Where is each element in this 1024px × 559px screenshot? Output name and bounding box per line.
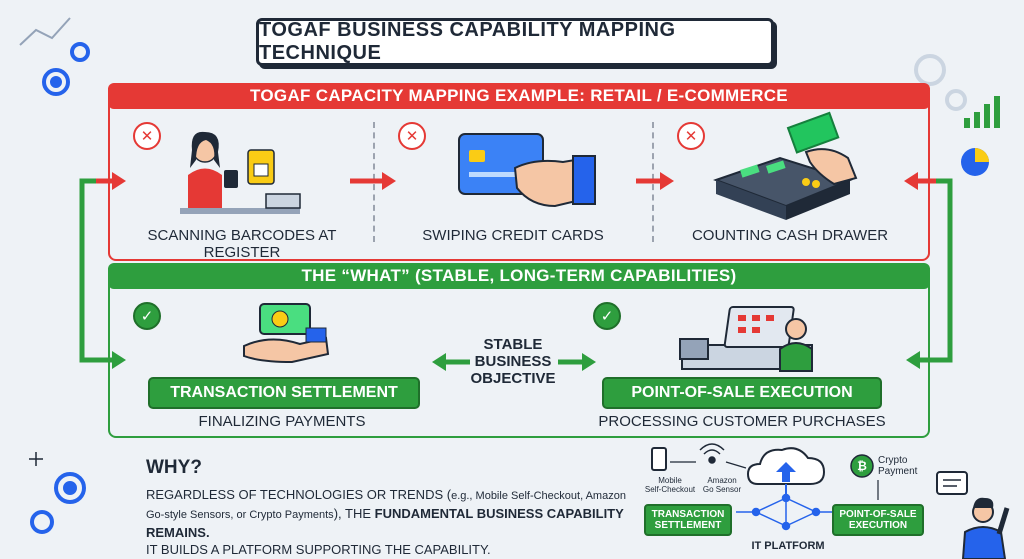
capability-transaction-settlement: TRANSACTION SETTLEMENT: [148, 377, 420, 409]
payment-hand-illustration: [243, 303, 330, 364]
it-platform-label: IT PLATFORM: [751, 540, 825, 552]
presenter-illustration: [936, 471, 1010, 559]
speech-bubble-icon: [936, 471, 968, 495]
capability-description: PROCESSING CUSTOMER PURCHASES: [598, 413, 886, 430]
sensor-icon: [699, 443, 725, 464]
bar-chart-icon: [964, 96, 1000, 128]
why-text: REGARDLESS OF TECHNOLOGIES OR TRENDS (e.…: [146, 487, 626, 557]
page-title: TOGAF BUSINESS CAPABILITY MAPPING TECHNI…: [256, 18, 774, 66]
how-item-caption: SCANNING BARCODES AT REGISTER: [147, 227, 337, 261]
how-item-caption: COUNTING CASH DRAWER: [691, 227, 889, 244]
network-nodes: [736, 493, 836, 531]
mobile-checkout-label: Mobile Self-Checkout: [644, 476, 696, 494]
gear-icon: [30, 42, 90, 534]
gear-icon: [914, 54, 967, 111]
stable-objective-label: STABLE BUSINESS OBJECTIVE: [470, 336, 556, 387]
status-fail-icon: ✕: [398, 122, 426, 150]
status-fail-icon: ✕: [133, 122, 161, 150]
cashier-scanning-illustration: [180, 131, 301, 214]
crypto-label: Crypto Payment: [878, 455, 918, 477]
sensor-label: Amazon Go Sensor: [702, 476, 742, 494]
status-ok-icon: ✓: [593, 302, 621, 330]
capability-description: FINALIZING PAYMENTS: [198, 413, 366, 430]
capability-point-of-sale-execution: POINT-OF-SALE EXECUTION: [602, 377, 882, 409]
credit-card-swipe-illustration: [458, 133, 596, 208]
status-fail-icon: ✕: [677, 122, 705, 150]
cash-drawer-illustration: [713, 111, 858, 220]
status-ok-icon: ✓: [133, 302, 161, 330]
mobile-icon: [651, 447, 667, 471]
sparkle-icon: [29, 452, 43, 466]
crypto-coin-icon: [850, 454, 874, 478]
why-heading: WHY?: [146, 457, 202, 478]
how-item-caption: SWIPING CREDIT CARDS: [422, 227, 604, 244]
what-section-header: THE “WHAT” (STABLE, LONG-TERM CAPABILITI…: [108, 263, 930, 289]
how-section-header: TOGAF CAPACITY MAPPING EXAMPLE: RETAIL /…: [108, 83, 930, 109]
chart-trend-icon: [19, 17, 71, 46]
pie-chart-icon: [961, 148, 989, 176]
pos-terminal-illustration: [679, 306, 813, 372]
it-platform-diagram: ₿: [651, 443, 879, 531]
svg-text:₿: ₿: [857, 459, 867, 473]
